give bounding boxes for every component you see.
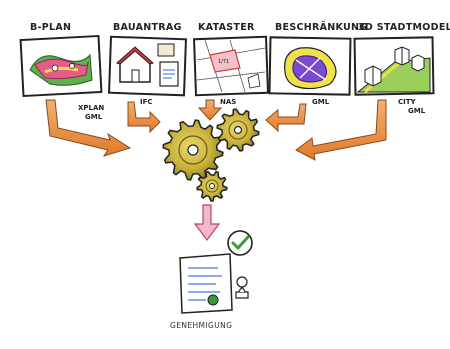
- source-kataster: KATASTER 1/71 NAS: [193, 22, 269, 106]
- restriction-zone-icon: [268, 36, 352, 96]
- arrow-bauantrag: [127, 101, 161, 134]
- source-title-b-plan: B-PLAN: [30, 22, 71, 33]
- source-format-beschraenkung: GML: [312, 98, 330, 106]
- input-arrows: [45, 99, 387, 161]
- small-gear-icon: [196, 170, 228, 202]
- source-title-kataster: KATASTER: [198, 22, 255, 33]
- source-bauantrag: BAUANTRAG IFC: [108, 22, 187, 106]
- arrow-beschraenkung: [265, 103, 307, 133]
- arrow-b-plan: [45, 99, 132, 157]
- arrow-3d-stadtmodell: [295, 99, 387, 161]
- source-format-kataster: NAS: [220, 98, 236, 106]
- source-format-3d-stadtmodell-1: CITY: [398, 98, 417, 106]
- source-format-b-plan-1: XPLAN: [78, 104, 104, 112]
- output-arrow: [193, 204, 221, 241]
- source-title-bauantrag: BAUANTRAG: [113, 22, 182, 33]
- source-format-bauantrag: IFC: [140, 98, 153, 106]
- check-badge-icon: [227, 230, 253, 256]
- city-model-icon: [353, 36, 435, 96]
- cadastre-map-icon: 1/71: [193, 35, 269, 97]
- source-b-plan: B-PLAN XPLAN GML: [19, 22, 104, 121]
- source-title-beschraenkung: BESCHRÄNKUNG: [275, 22, 367, 33]
- source-format-3d-stadtmodell-2: GML: [408, 107, 426, 115]
- stamp-icon: [235, 276, 249, 299]
- source-beschraenkung: BESCHRÄNKUNG GML: [268, 22, 367, 106]
- source-3d-stadtmodell: 3D STADTMODELL CITY GML: [353, 22, 450, 115]
- source-format-b-plan-2: GML: [85, 113, 103, 121]
- approval-caption: GENEHMIGUNG: [170, 321, 232, 330]
- approval-document: GENEHMIGUNG: [170, 230, 253, 330]
- processing-gears: [162, 108, 260, 202]
- building-application-icon: [108, 35, 187, 97]
- seal-icon: [207, 294, 219, 306]
- large-gear-icon: [162, 119, 224, 181]
- source-title-3d-stadtmodell: 3D STADTMODELL: [358, 22, 450, 33]
- medium-gear-icon: [216, 108, 260, 152]
- b-plan-map-icon: [19, 34, 103, 98]
- svg-text:1/71: 1/71: [218, 59, 229, 65]
- arrow-kataster: [197, 99, 223, 121]
